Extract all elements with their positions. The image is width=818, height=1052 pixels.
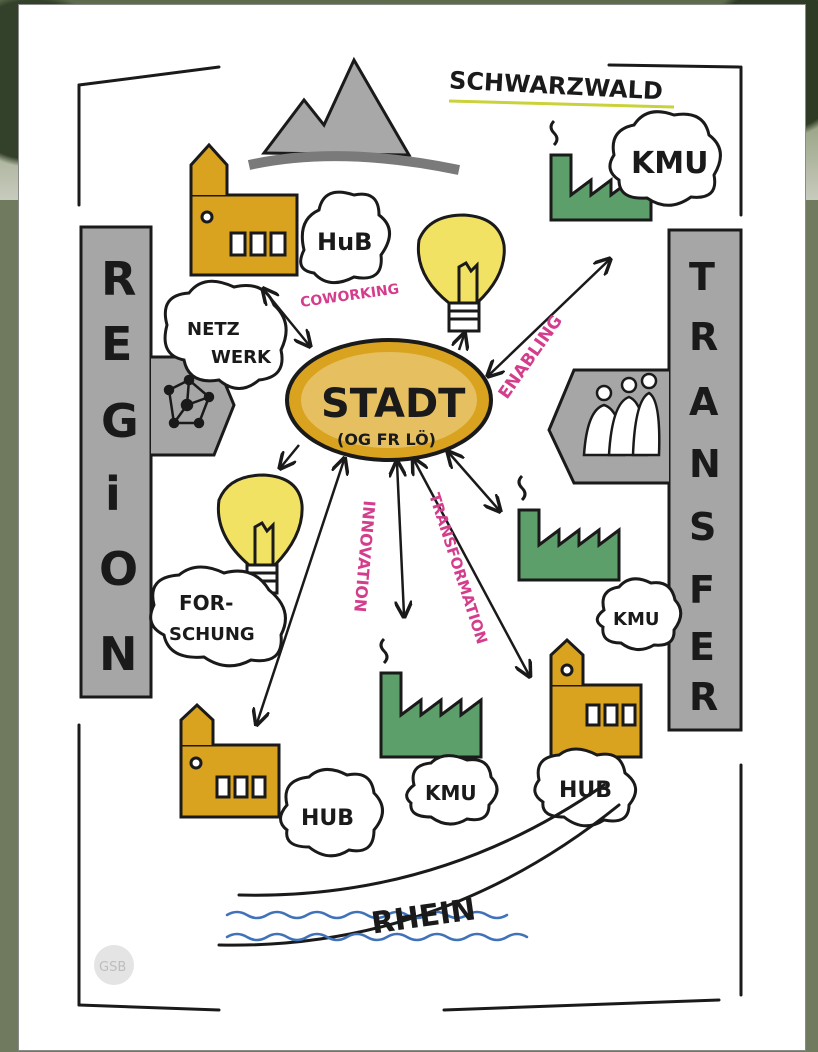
netzwerk-label-1: NETZ xyxy=(187,319,240,340)
hub-cloud-bottom-right xyxy=(533,747,637,828)
kmu-cloud-bottom xyxy=(405,754,499,826)
hub-building-bottom-left xyxy=(179,702,281,819)
forschung-label-2: SCHUNG xyxy=(169,624,255,645)
stadt-node xyxy=(285,338,493,462)
kmu-label-right: KMU xyxy=(613,609,659,630)
region-letter-6: N xyxy=(99,627,138,681)
rhein-river xyxy=(217,783,621,947)
transfer-letter-1: T xyxy=(689,255,715,299)
flipchart-paper: SCHWARZWALD R E G i O N T R A N S F E R xyxy=(18,4,806,1051)
lightbulb-icon-top xyxy=(416,213,506,333)
kmu-cloud-top xyxy=(608,110,722,207)
transformation-label: TRANSFORMATION xyxy=(425,491,491,647)
hub-cloud-bottom-left xyxy=(279,768,384,858)
signature-stamp xyxy=(94,945,134,985)
factory-icon-right xyxy=(517,474,621,582)
signature-label: GSB xyxy=(99,960,126,975)
transfer-letter-6: F xyxy=(689,568,715,612)
region-letter-2: E xyxy=(101,317,132,371)
schwarzwald-label: SCHWARZWALD xyxy=(448,66,663,105)
transfer-letter-4: N xyxy=(689,442,721,486)
stadt-sublabel: (OG FR LÖ) xyxy=(337,430,436,449)
coworking-label: COWORKING xyxy=(299,281,400,311)
people-icon xyxy=(582,372,661,457)
kmu-cloud-right xyxy=(595,577,683,651)
enabling-label: ENABLING xyxy=(495,312,567,403)
transfer-letter-7: E xyxy=(689,625,715,669)
transfer-letters: T R A N S F E R xyxy=(689,255,721,719)
mountains xyxy=(247,56,461,175)
hub-label-bottom-right: HUB xyxy=(559,778,612,803)
region-letter-5: O xyxy=(99,542,138,596)
netzwerk-label-2: WERK xyxy=(211,347,272,368)
stadt-label: STADT xyxy=(321,381,466,427)
schwarzwald-underline xyxy=(448,99,675,109)
frame-lines xyxy=(77,63,743,1012)
region-letter-4: i xyxy=(105,467,121,521)
region-letter-1: R xyxy=(101,252,136,306)
innovation-label: INNOVATION xyxy=(350,500,379,613)
region-letters: R E G i O N xyxy=(99,252,139,681)
hub-label-bottom-left: HUB xyxy=(301,806,354,831)
rhein-label: RHEIN xyxy=(369,892,478,941)
connection-arrows xyxy=(257,260,609,723)
sketchnote-diagram: SCHWARZWALD R E G i O N T R A N S F E R xyxy=(77,56,743,1012)
forschung-label-1: FOR- xyxy=(179,591,233,615)
kmu-label-bottom: KMU xyxy=(425,781,477,805)
hub-cloud-top xyxy=(299,190,391,285)
hub-building-bottom-right xyxy=(549,637,643,759)
region-letter-3: G xyxy=(101,394,139,448)
transfer-letter-8: R xyxy=(689,675,718,719)
kmu-label-top: KMU xyxy=(631,146,708,181)
network-icon xyxy=(163,374,215,429)
transfer-letter-5: S xyxy=(689,505,716,549)
transfer-letter-2: R xyxy=(689,315,718,359)
hub-building-top xyxy=(189,142,299,277)
hub-label-top: HuB xyxy=(317,228,372,256)
transfer-letter-3: A xyxy=(689,380,719,424)
factory-icon-bottom xyxy=(379,637,483,759)
